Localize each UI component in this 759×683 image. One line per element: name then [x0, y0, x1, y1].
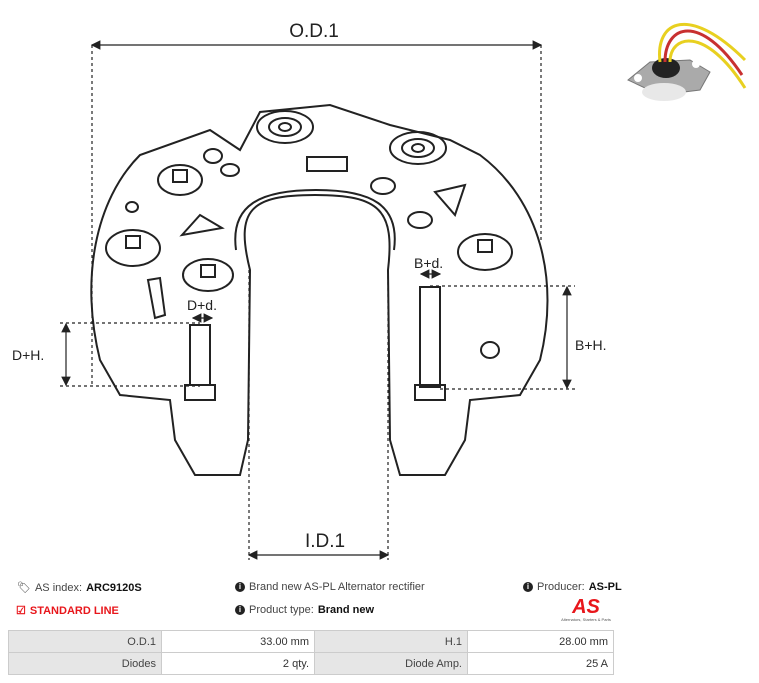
producer: i Producer:AS-PL: [523, 581, 622, 593]
info-icon: i: [235, 605, 245, 615]
bh-label: B+H.: [575, 337, 607, 353]
as-index-value: ARC9120S: [86, 581, 142, 594]
spec-label: H.1: [314, 630, 468, 653]
product-type: i Product type:Brand new: [235, 604, 374, 616]
id-label: I.D.1: [305, 531, 345, 552]
standard-line-label: STANDARD LINE: [29, 604, 119, 617]
spec-value: 33.00 mm: [161, 630, 315, 653]
product-type-value: Brand new: [317, 604, 375, 616]
checkbox-icon: ☑: [16, 605, 26, 617]
description-text: Brand new AS-PL Alternator rectifier: [249, 581, 425, 593]
info-icon: i: [523, 582, 533, 592]
dd-label: D+d.: [187, 297, 217, 313]
table-row: O.D.1 33.00 mm H.1 28.00 mm: [8, 630, 614, 653]
rectifier-outline: [90, 103, 549, 476]
info-icon: i: [235, 582, 245, 592]
as-index: 🏷AS index:ARC9120S: [17, 581, 142, 595]
logo-text: AS: [572, 596, 600, 618]
spec-value: 25 A: [467, 652, 614, 675]
producer-label: Producer:: [537, 581, 585, 593]
spec-label: Diodes: [8, 652, 162, 675]
spec-label: O.D.1: [8, 630, 162, 653]
od-label: O.D.1: [289, 21, 339, 42]
logo-tagline: Alternators, Starters & Parts: [561, 617, 611, 622]
as-index-label: AS index:: [34, 581, 83, 594]
standard-line: ☑STANDARD LINE: [16, 604, 119, 618]
rectifier-technical-drawing: O.D.1 I.D.1 D+H. B+H. D+d. B+d.: [12, 21, 747, 560]
as-pl-logo: AS Alternators, Starters & Parts: [556, 597, 616, 622]
specs-table: O.D.1 33.00 mm H.1 28.00 mm Diodes 2 qty…: [8, 630, 614, 675]
table-row: Diodes 2 qty. Diode Amp. 25 A: [8, 652, 614, 675]
spec-value: 28.00 mm: [467, 630, 614, 653]
bd-label: B+d.: [414, 255, 443, 271]
spec-value: 2 qty.: [161, 652, 315, 675]
description: i Brand new AS-PL Alternator rectifier: [235, 581, 425, 593]
producer-value: AS-PL: [588, 581, 622, 593]
product-photo: [627, 22, 747, 101]
dh-label: D+H.: [12, 347, 44, 363]
product-type-label: Product type:: [249, 604, 314, 616]
tag-icon: 🏷: [17, 582, 31, 594]
spec-label: Diode Amp.: [314, 652, 468, 675]
